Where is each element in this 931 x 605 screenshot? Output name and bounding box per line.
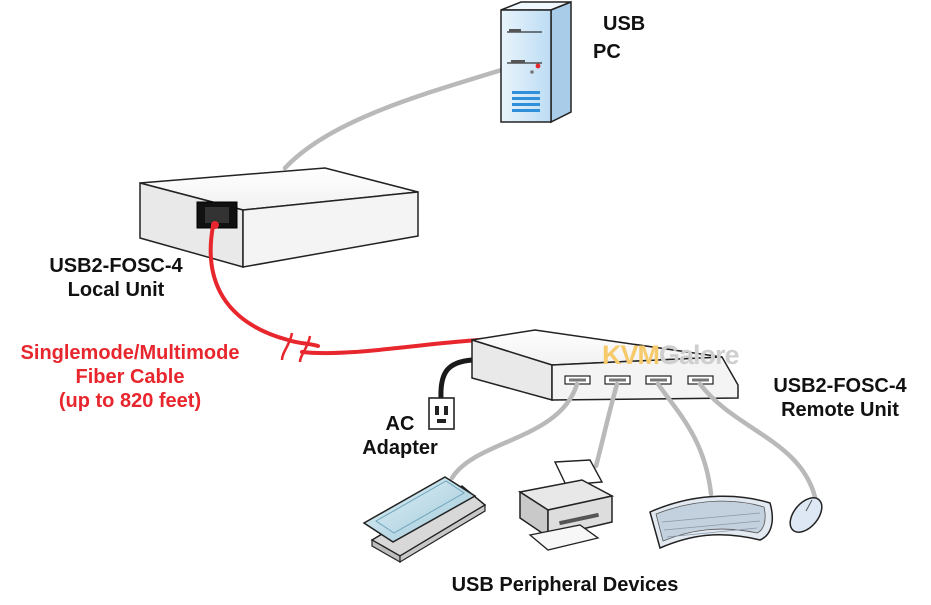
local-unit-label-line2: Local Unit	[67, 279, 165, 301]
pc-label-line2: PC	[593, 41, 621, 63]
local-unit-box	[139, 167, 419, 268]
remote-unit-label: USB2-FOSC-4 Remote Unit	[755, 374, 925, 422]
pc-label: USB PC	[593, 12, 663, 64]
ac-adapter-icon	[428, 397, 455, 430]
usb-cable-printer	[593, 381, 620, 469]
mouse-icon	[789, 497, 823, 533]
fiber-cable-label: Singlemode/Multimode Fiber Cable (up to …	[0, 341, 260, 413]
fiber-break-mark-1	[280, 332, 294, 361]
ac-adapter-label-line1: AC	[385, 413, 415, 435]
local-unit-label: USB2-FOSC-4 Local Unit	[6, 254, 226, 302]
peripheral-devices-label: USB Peripheral Devices	[380, 573, 750, 597]
ac-adapter-label-line2: Adapter	[362, 437, 438, 459]
remote-unit-box	[471, 329, 739, 401]
local-unit-label-line1: USB2-FOSC-4	[49, 255, 183, 277]
ac-adapter-label: AC Adapter	[345, 412, 455, 460]
printer-icon	[518, 459, 615, 551]
fiber-cable	[208, 224, 320, 348]
watermark-part1: KVM	[602, 340, 660, 370]
fiber-cable-label-line1: Singlemode/Multimode	[20, 342, 240, 364]
pc-tower-icon	[500, 0, 572, 124]
usb-cable-pc	[282, 65, 511, 171]
watermark-logo: KVMGalore	[602, 340, 740, 371]
scanner-icon	[362, 476, 487, 564]
usb-cable-keyboard	[655, 381, 714, 497]
fiber-cable-label-line3: (up to 820 feet)	[58, 390, 202, 412]
ac-adapter-cable	[438, 357, 475, 401]
watermark-part2: Galore	[659, 340, 740, 370]
keyboard-icon	[649, 495, 773, 550]
fiber-cable-label-line2: Fiber Cable	[75, 366, 185, 388]
fiber-break-mark-2	[298, 335, 312, 363]
remote-unit-label-line2: Remote Unit	[781, 399, 899, 421]
remote-unit-label-line1: USB2-FOSC-4	[773, 375, 907, 397]
peripheral-devices-label-text: USB Peripheral Devices	[451, 574, 679, 596]
usb-cable-scanner	[449, 381, 580, 481]
usb-cable-mouse	[697, 381, 818, 500]
pc-label-line1: USB	[603, 13, 646, 35]
